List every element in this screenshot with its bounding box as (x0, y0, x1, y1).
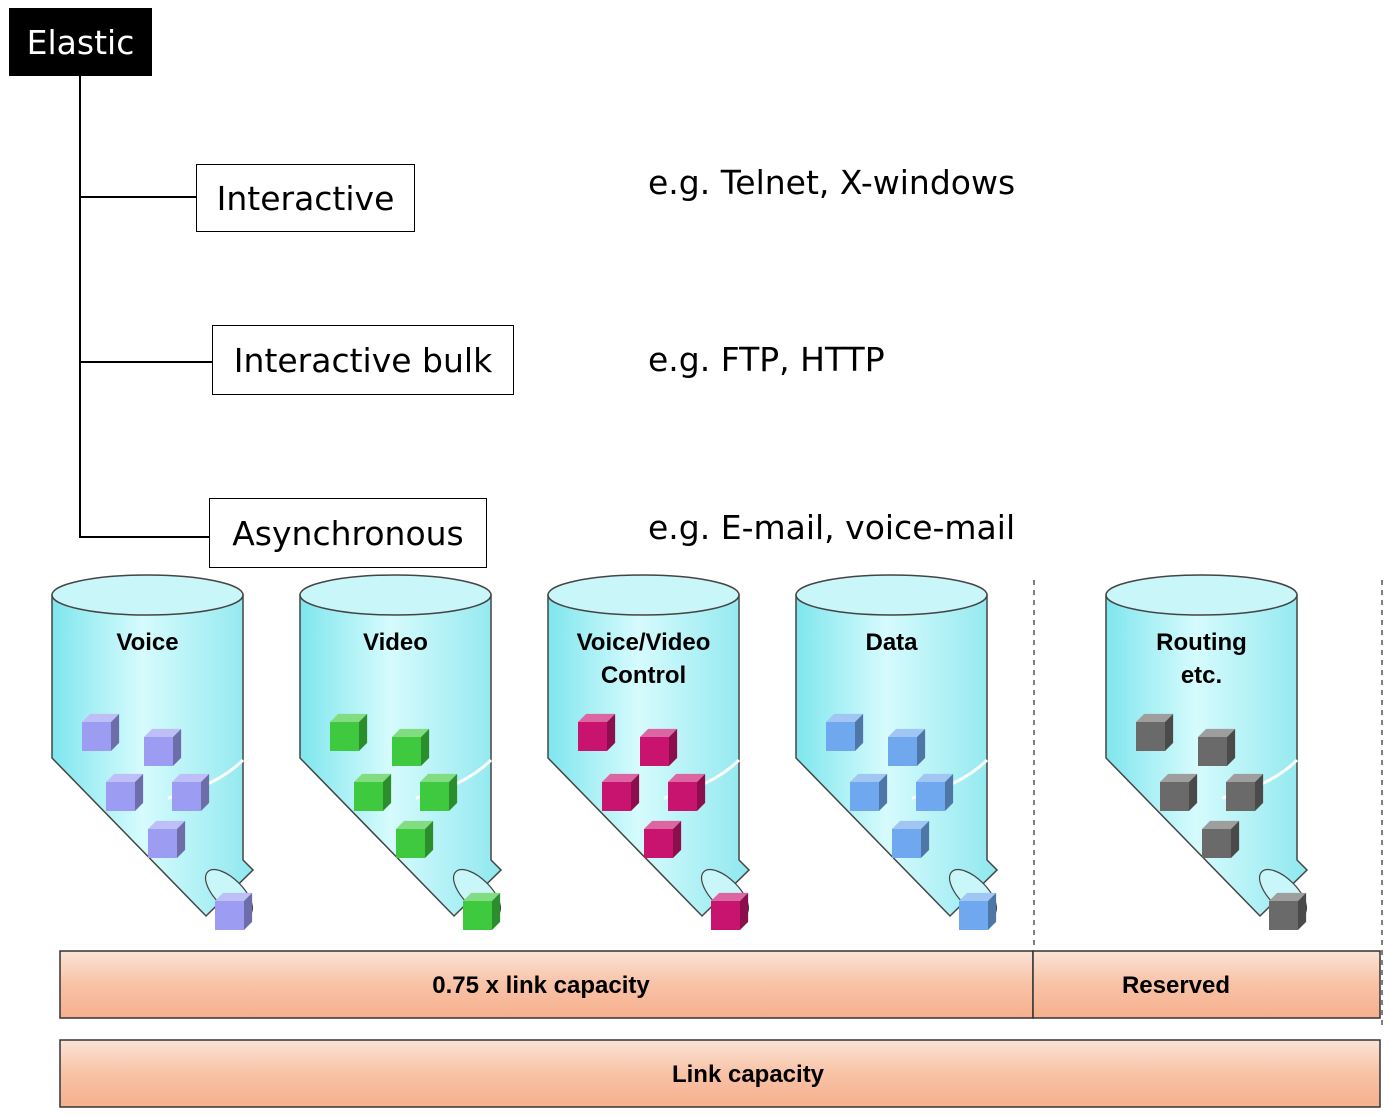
funnel-label: Routing (1156, 629, 1247, 656)
funnel-label-line2: etc. (1181, 662, 1222, 689)
packet-cube (826, 713, 864, 751)
packet-cube (578, 713, 616, 751)
packet-cube (148, 820, 186, 858)
category-box-asynchronous: Asynchronous (209, 498, 487, 568)
partial-capacity-label: 0.75 x link capacity (432, 972, 650, 999)
funnel-rim (299, 574, 492, 616)
packet-cube-exiting (463, 892, 501, 930)
funnel-rim (547, 574, 740, 616)
tree-branch-line (79, 196, 196, 198)
reserved-capacity-label: Reserved (1122, 972, 1230, 999)
root-category-elastic: Elastic (9, 8, 152, 76)
example-asynchronous: e.g. E-mail, voice-mail (648, 508, 1016, 547)
packet-cube (892, 820, 930, 858)
packet-cube (1160, 773, 1198, 811)
packet-cube (644, 820, 682, 858)
packet-cube (888, 728, 926, 766)
packet-cube (354, 773, 392, 811)
funnel-rim (795, 574, 988, 616)
packet-cube (82, 713, 120, 751)
packet-cube (640, 728, 678, 766)
funnel-rim (1105, 574, 1298, 616)
packet-cube (1136, 713, 1174, 751)
funnel-data: Data (795, 574, 999, 930)
link-capacity-label: Link capacity (672, 1061, 825, 1088)
example-interactive: e.g. Telnet, X-windows (648, 163, 1016, 202)
category-box-interactive-bulk: Interactive bulk (212, 325, 514, 395)
funnel-label: Video (363, 629, 428, 656)
packet-cube (1202, 820, 1240, 858)
packet-cube-exiting (215, 892, 253, 930)
funnel-routing: Routing etc. (1105, 574, 1309, 930)
packet-cube (916, 773, 954, 811)
funnel-label: Data (865, 629, 918, 656)
funnel-rim (51, 574, 244, 616)
packet-cube (668, 773, 706, 811)
funnel-label-line2: Control (601, 662, 686, 689)
funnel-label: Voice (116, 629, 178, 656)
packet-cube-exiting (959, 892, 997, 930)
example-interactive-bulk: e.g. FTP, HTTP (648, 340, 885, 379)
packet-cube (1198, 728, 1236, 766)
packet-cube (144, 728, 182, 766)
link-capacity-bar (59, 1039, 1381, 1108)
tree-branch-line (79, 536, 209, 538)
partial-capacity-bar (59, 950, 1034, 1019)
packet-cube (850, 773, 888, 811)
category-box-interactive: Interactive (196, 164, 415, 232)
packet-cube (106, 773, 144, 811)
tree-trunk-line (79, 76, 81, 537)
funnel-label: Voice/Video (577, 629, 711, 656)
packet-cube (392, 728, 430, 766)
funnel-video: Video (299, 574, 503, 930)
packet-cube (602, 773, 640, 811)
packet-cube (396, 820, 434, 858)
funnel-voice: Voice (51, 574, 255, 930)
reserved-capacity-bar (1032, 950, 1381, 1019)
packet-cube (1226, 773, 1264, 811)
tree-branch-line (79, 361, 212, 363)
packet-cube (330, 713, 368, 751)
packet-cube-exiting (1269, 892, 1307, 930)
packet-cube (420, 773, 458, 811)
packet-cube-exiting (711, 892, 749, 930)
packet-cube (172, 773, 210, 811)
